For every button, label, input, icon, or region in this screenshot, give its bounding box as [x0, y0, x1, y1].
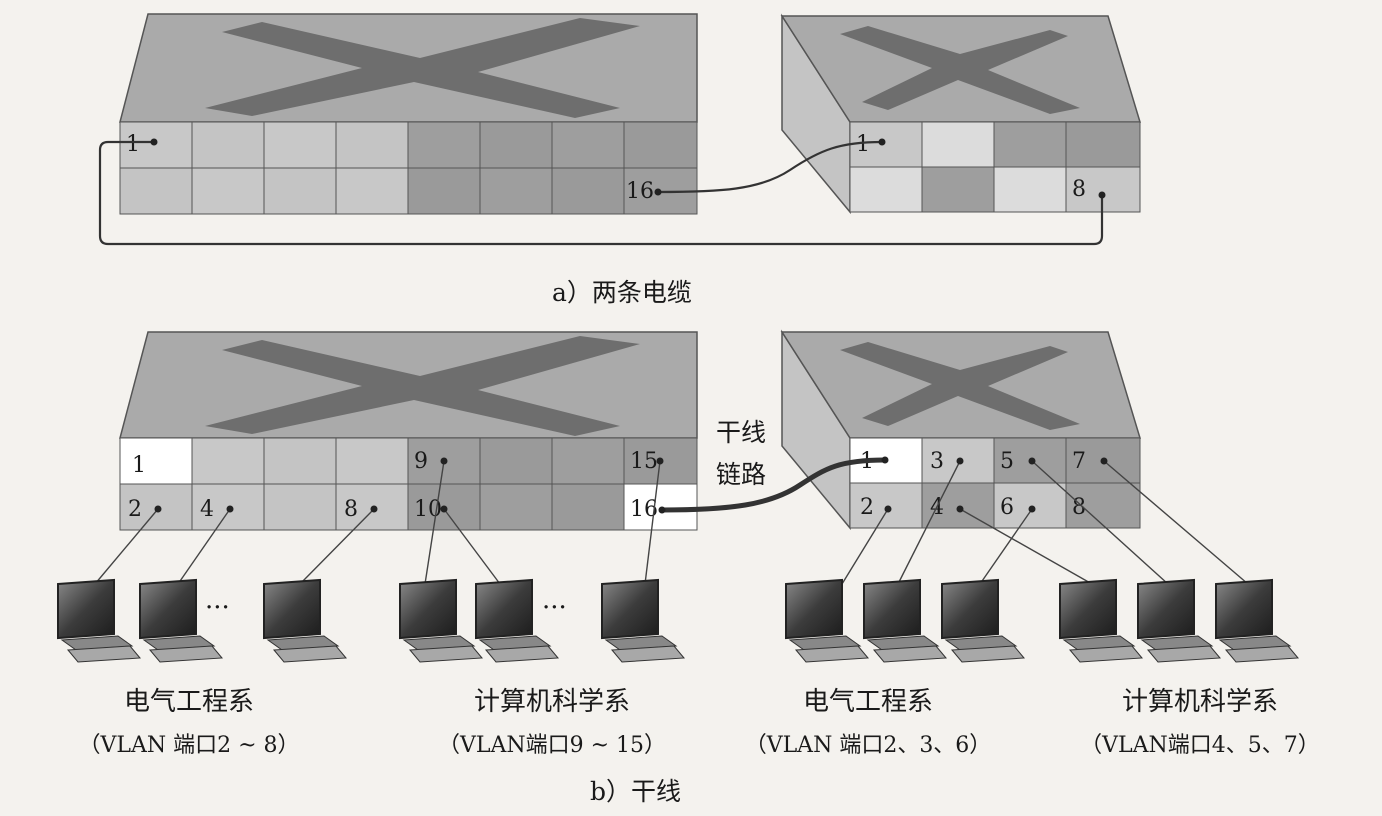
trunk-cable — [661, 457, 886, 513]
switch-b-right: 1 3 5 7 2 4 6 8 — [780, 329, 1142, 531]
cables-a — [98, 140, 1104, 246]
computer-icon — [139, 578, 224, 663]
ellipsis: ··· — [542, 593, 567, 623]
switch-x-icon — [840, 26, 1080, 114]
port-label: 1 — [132, 453, 146, 478]
group-vlan-label: （VLAN 端口2 ~ 8） — [78, 733, 299, 758]
computer-icon — [399, 578, 484, 663]
port-label: 2 — [128, 497, 142, 522]
computer-icon — [601, 578, 686, 663]
port-grid-a-left — [119, 121, 698, 215]
port-label: 15 — [630, 449, 658, 474]
switch-b-left: 1 9 15 2 4 8 10 16 — [119, 331, 698, 531]
computer-icon — [57, 578, 142, 663]
port-label: 1 — [856, 132, 870, 157]
switch-x-icon — [205, 336, 640, 436]
port-label: 8 — [1072, 177, 1086, 202]
switch-a-right: 1 8 — [780, 13, 1142, 215]
group-vlan-label: （VLAN端口4、5、7） — [1080, 733, 1320, 758]
group-dept-label: 计算机科学系 — [474, 687, 630, 717]
computer-icon — [475, 578, 560, 663]
port-grid-a-right — [849, 121, 1141, 213]
port-label: 8 — [344, 497, 358, 522]
computer-icon — [263, 578, 348, 663]
caption-b: b）干线 — [590, 777, 681, 806]
port-label: 5 — [1000, 449, 1014, 474]
port-label: 2 — [860, 495, 874, 520]
port-label: 16 — [626, 179, 654, 204]
switch-x-icon — [205, 18, 640, 118]
computer-icon — [785, 578, 870, 663]
group-dept-label: 电气工程系 — [803, 687, 933, 717]
pc-cables — [94, 460, 1249, 585]
group-dept-label: 电气工程系 — [124, 687, 254, 717]
switch-x-icon — [840, 342, 1080, 430]
port-label: 1 — [126, 132, 140, 157]
port-label: 6 — [1000, 495, 1014, 520]
group-vlan-label: （VLAN端口9 ~ 15） — [438, 733, 666, 758]
ellipsis: ··· — [205, 593, 230, 623]
computer-icon — [1137, 578, 1222, 663]
port-label: 7 — [1072, 449, 1086, 474]
port-label: 4 — [200, 497, 214, 522]
computer-icon — [1059, 578, 1144, 663]
switch-a-left: 1 16 — [119, 13, 698, 215]
caption-a: a）两条电缆 — [552, 278, 692, 307]
computer-icon — [941, 578, 1026, 663]
diagram-b: 1 9 15 2 4 8 10 16 1 3 — [57, 329, 1320, 806]
computer-icon — [863, 578, 948, 663]
group-dept-label: 计算机科学系 — [1122, 687, 1278, 717]
port-grid-b-right — [849, 437, 1141, 529]
computer-icon — [1215, 578, 1300, 663]
trunk-label-1: 干线 — [716, 418, 766, 447]
port-label: 3 — [930, 449, 944, 474]
trunk-label-2: 链路 — [716, 460, 766, 489]
diagram-a: 1 16 1 8 — [98, 13, 1142, 307]
group-vlan-label: （VLAN 端口2、3、6） — [745, 733, 992, 758]
port-label: 9 — [414, 449, 428, 474]
